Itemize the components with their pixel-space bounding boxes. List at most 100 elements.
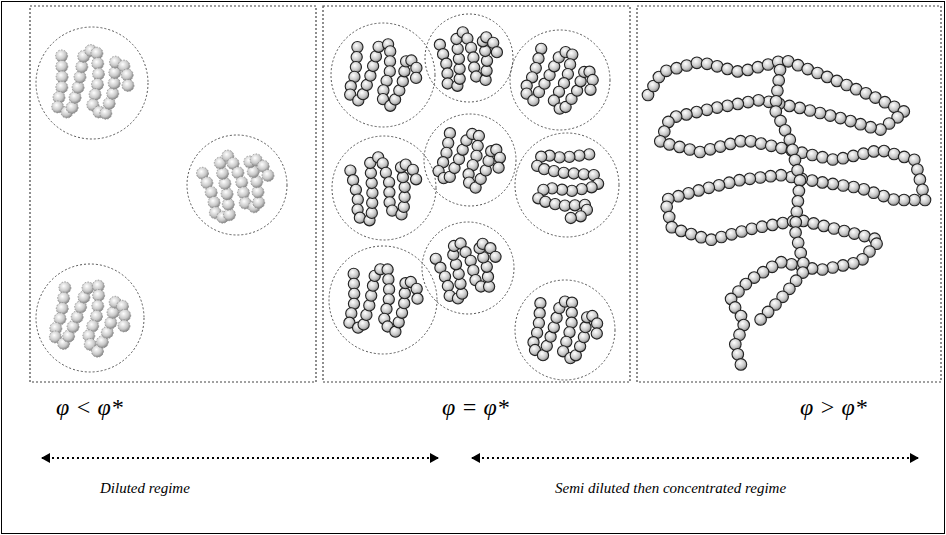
monomer-bead (735, 359, 747, 371)
monomer-bead (411, 174, 422, 185)
monomer-bead (224, 209, 236, 221)
monomer-bead (397, 76, 408, 87)
monomer-bead (775, 169, 787, 181)
monomer-bead (827, 262, 839, 274)
range-arrow (472, 457, 918, 459)
monomer-bead (773, 75, 785, 87)
monomer-bead (591, 328, 602, 339)
monomer-bead (767, 219, 779, 231)
monomer-bead (732, 98, 744, 110)
monomer-bead (222, 198, 234, 210)
monomer-bead (827, 178, 839, 190)
monomer-bead (364, 300, 375, 311)
monomer-bead (701, 104, 713, 116)
concentration-label: φ < φ* (56, 394, 123, 421)
monomer-bead (473, 130, 484, 141)
monomer-bead (91, 47, 103, 59)
monomer-bead (399, 66, 410, 77)
monomer-bead (350, 184, 361, 195)
monomer-bead (219, 178, 231, 190)
monomer-bead (76, 61, 88, 73)
monomer-bead (92, 78, 104, 90)
coil-boundary (187, 135, 287, 235)
concentration-label: φ = φ* (442, 394, 509, 421)
coil-boundary (329, 246, 437, 354)
coil-boundary (515, 280, 615, 380)
monomer-bead (909, 194, 921, 206)
monomer-bead (755, 138, 767, 150)
monomer-bead (837, 152, 849, 164)
monomer-bead (575, 211, 586, 222)
monomer-bead (772, 85, 784, 97)
monomer-bead (74, 71, 86, 83)
monomer-bead (794, 102, 806, 114)
monomer-bead (253, 197, 265, 209)
monomer-bead (66, 102, 78, 114)
monomer-bead (858, 148, 870, 160)
monomer-bead (858, 184, 870, 196)
monomer-bead (107, 88, 119, 100)
monomer-bead (753, 95, 765, 107)
monomer-bead (442, 280, 453, 291)
monomer-bead (807, 149, 819, 161)
monomer-bead (777, 217, 789, 229)
monomer-bead (72, 81, 84, 93)
monomer-bead (711, 102, 723, 114)
concentration-label: φ > φ* (800, 394, 867, 421)
monomer-bead (837, 260, 849, 272)
monomer-bead (252, 186, 264, 198)
monomer-bead (766, 140, 778, 152)
monomer-bead (791, 206, 803, 218)
monomer-bead (774, 64, 786, 76)
monomer-bead (722, 100, 734, 112)
monomer-bead (744, 173, 756, 185)
monomer-bead (493, 162, 504, 173)
monomer-bead (412, 293, 423, 304)
monomer-bead (837, 180, 849, 192)
regime-label: Diluted regime (100, 480, 190, 497)
monomer-bead (118, 320, 130, 332)
monomer-bead (491, 47, 502, 58)
monomer-bead (817, 177, 829, 189)
panel-frame (323, 6, 630, 382)
monomer-bead (765, 170, 777, 182)
bead-group (49, 27, 930, 370)
monomer-bead (793, 185, 805, 197)
monomer-bead (121, 69, 133, 81)
monomer-bead (786, 259, 798, 271)
coil-boundary (332, 136, 436, 240)
coil-boundary (515, 133, 619, 237)
monomer-bead (745, 136, 757, 148)
monomer-bead (93, 68, 105, 80)
monomer-bead (539, 164, 550, 175)
range-arrow (42, 457, 438, 459)
monomer-bead (238, 187, 250, 199)
monomer-bead (806, 175, 818, 187)
panel-frame (30, 6, 316, 382)
monomer-bead (58, 292, 70, 304)
monomer-bead (490, 251, 501, 262)
monomer-bead (848, 181, 860, 193)
monomer-bead (578, 332, 589, 343)
monomer-bead (848, 258, 860, 270)
monomer-bead (444, 128, 455, 139)
panel-frame (637, 6, 941, 382)
monomer-bead (565, 212, 576, 223)
monomer-bead (397, 172, 408, 183)
coil-boundary (510, 30, 610, 130)
coil-boundary (422, 222, 514, 314)
monomer-bead (122, 80, 134, 92)
monomer-bead (59, 282, 71, 294)
monomer-bead (56, 303, 68, 315)
monomer-bead (792, 164, 804, 176)
monomer-bead (56, 81, 68, 93)
monomer-bead (92, 58, 104, 70)
monomer-bead (411, 72, 422, 83)
coil-boundary (36, 27, 148, 139)
monomer-bead (82, 282, 94, 294)
monomer-bead (366, 290, 377, 301)
monomer-bead (898, 194, 910, 206)
monomer-bead (236, 176, 248, 188)
